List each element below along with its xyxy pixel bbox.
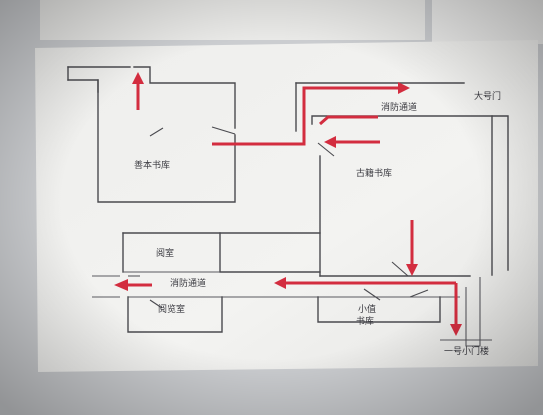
upper-paper-sheet — [40, 0, 425, 40]
label-small-room: 小值 — [358, 303, 376, 315]
label-side-gate: 一号小门楼 — [444, 345, 489, 357]
label-reading-room: 阅室 — [156, 247, 174, 259]
label-corridor-bottom: 消防通道 — [170, 277, 206, 289]
label-corridor-top: 消防通道 — [381, 101, 417, 113]
label-guben-room: 善本书库 — [134, 159, 170, 171]
label-office-room: 阅览室 — [158, 303, 185, 315]
label-main-gate: 大号门 — [474, 90, 501, 102]
label-small-room-2: 书库 — [356, 315, 374, 327]
upper-right-paper-sheet — [432, 0, 543, 44]
label-gujing-room: 古籍书库 — [356, 167, 392, 179]
paper-sheet — [35, 40, 538, 372]
